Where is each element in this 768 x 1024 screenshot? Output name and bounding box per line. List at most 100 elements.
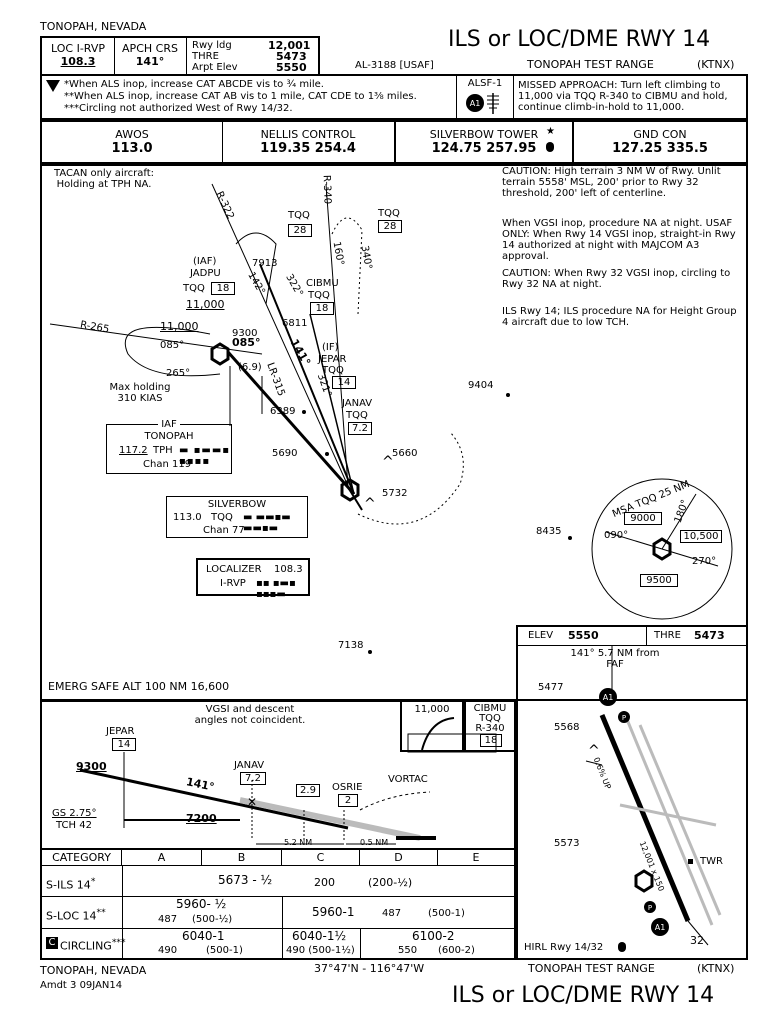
- msa-center-icon: [652, 537, 672, 561]
- apch-crs-box: APCH CRS 141°: [114, 38, 187, 74]
- silverbow-name: SILVERBOW: [207, 499, 267, 510]
- caution-terrain: CAUTION: High terrain 3 NM W of Rwy. Unl…: [502, 166, 721, 199]
- loc-label: LOC I-RVP: [51, 42, 105, 55]
- profile-tch: TCH 42: [56, 820, 92, 831]
- minima-header-e: E: [438, 850, 514, 866]
- alsf-box: ALSF-1 A1: [456, 76, 514, 118]
- elev-7138: 7138: [338, 640, 364, 651]
- notes-strip: *When ALS inop, increase CAT ABCDE vis t…: [40, 74, 748, 120]
- note-line-1: *When ALS inop, increase CAT ABCDE vis t…: [64, 79, 324, 90]
- elev-9404: 9404: [468, 380, 494, 391]
- tqq-chan: Chan 77: [203, 525, 245, 536]
- profile-janav-dme: 7.2: [240, 772, 266, 785]
- profile-ma-alt: 11,000: [414, 704, 450, 715]
- tonopah-navaid-box: IAF TONOPAH 117.2 TPH ▬ ▪▬▬▪ ▪▪▪▪ Chan 1…: [106, 419, 232, 474]
- tph-morse-icon: ▬ ▪▬▬▪ ▪▪▪▪: [179, 445, 231, 467]
- janav-dme: 7.2: [348, 422, 372, 435]
- hold-pattern-tonopah: [124, 326, 221, 377]
- profile-gs: GS 2.75°: [52, 808, 97, 819]
- profile-dist-1: 5.2 NM: [284, 838, 313, 847]
- profile-alt-9300: 9300: [76, 760, 107, 773]
- airport-rwy-32: 32: [690, 934, 704, 947]
- r340-radial-line: [325, 183, 349, 487]
- profile-vgsi-note: VGSI and descent angles not coincident.: [194, 704, 306, 726]
- r340-label: R-340: [320, 174, 333, 205]
- minima-header-a: A: [122, 850, 202, 866]
- elev-5732: 5732: [382, 488, 408, 499]
- circ-ab-main: 6040-1: [182, 929, 225, 943]
- minima-header-category: CATEGORY: [42, 850, 122, 866]
- alsf-label: ALSF-1: [467, 78, 503, 89]
- runway-14-32: [599, 714, 691, 922]
- localizer-label: LOCALIZER: [206, 564, 262, 575]
- comm-tower: SILVERBOW TOWER 124.75 257.95 ★: [394, 120, 574, 164]
- star-icon: ★: [546, 126, 555, 137]
- localizer-box: LOCALIZER 108.3 I-RVP ▪▪ ▪▬▪ ▪▪▪▬: [196, 558, 310, 600]
- circ-ab-paren: (500-1): [206, 945, 243, 956]
- procedure-id: AL-3188 [USAF]: [355, 60, 434, 71]
- airport-thre-value: 5473: [694, 629, 725, 642]
- jadpu-alt: 11,000: [186, 298, 225, 311]
- janav-name: JANAV: [342, 398, 373, 409]
- comm-ground: GND CON 127.25 335.5: [574, 122, 746, 162]
- tonopah-alt: 11,000: [160, 320, 199, 333]
- circling-label: CIRCLING: [60, 939, 112, 953]
- svg-text:A1: A1: [470, 99, 481, 108]
- fix-marker-icon: ✕: [247, 795, 257, 809]
- note-line-2: **When ALS inop, increase CAT AB vis to …: [64, 91, 417, 102]
- arpt-elev-label: Arpt Elev: [192, 62, 238, 73]
- arpt-elev-value: 5550: [276, 61, 307, 74]
- sils-star: *: [90, 876, 96, 887]
- hold-pattern-left: [235, 232, 277, 305]
- minima-header-d: D: [360, 850, 438, 866]
- papi-icon: P: [648, 904, 652, 912]
- jadpu-tqq: TQQ: [183, 283, 205, 294]
- cibmu-tqq: TQQ: [308, 290, 330, 301]
- header-briefing-strip: LOC I-RVP 108.3 APCH CRS 141° Rwy ldg 12…: [40, 36, 320, 76]
- sloc-star: **: [96, 907, 106, 918]
- localizer-id: I-RVP: [220, 578, 246, 589]
- tqq-hold-b-dme: 28: [378, 220, 402, 233]
- jepar-tqq: TQQ: [322, 365, 344, 376]
- airport-from-faf: 141° 5.7 NM from FAF: [570, 648, 660, 670]
- comm-awos-freq: 113.0: [111, 141, 153, 156]
- sloc-ab-paren: (500-½): [192, 914, 233, 925]
- dme-6-9: (6.9): [238, 362, 262, 373]
- airport-diagram: ELEV 5550 THRE 5473: [516, 625, 748, 960]
- airport-drawing: A1 A1 P P ^: [585, 645, 722, 946]
- r322-radial-line: [211, 183, 349, 487]
- footer-ident: (KTNX): [697, 962, 735, 975]
- circ-de-main: 6100-2: [412, 929, 455, 943]
- obstacle-icon: ^: [382, 454, 394, 470]
- circ-c-main: 6040-1½: [292, 929, 347, 943]
- footer-airport: TONOPAH TEST RANGE: [528, 962, 655, 975]
- thre-label: THRE: [192, 51, 219, 62]
- runway-end-markers: [599, 688, 669, 936]
- circ-c-hat: 490 (500-1½): [286, 945, 355, 956]
- minima-header-c: C: [282, 850, 360, 866]
- thre-value: 5473: [276, 50, 307, 63]
- jadpu-dme: 18: [211, 282, 235, 295]
- airport-elev-5477: 5477: [538, 682, 564, 693]
- footer-amdt: Amdt 3 09JAN14: [40, 980, 123, 991]
- if-fix-label: (IF): [322, 342, 339, 353]
- obstacle-icon: ^: [588, 743, 600, 759]
- tonopah-name: TONOPAH: [144, 431, 194, 442]
- elev-6389: 6389: [270, 406, 296, 417]
- msa-sector-9500: 9500: [640, 574, 678, 587]
- comms-strip: AWOS 113.0 NELLIS CONTROL 119.35 254.4 S…: [40, 120, 748, 164]
- minima-table: CATEGORY A B C D E S-ILS 14* 5673 - ½ 20…: [40, 848, 516, 960]
- profile-alt-7200: 7200: [186, 812, 217, 825]
- profile-drawing: ✕: [79, 717, 497, 845]
- circ-de-hat: 550: [398, 945, 418, 956]
- janav-tqq: TQQ: [346, 410, 368, 421]
- course-085: 085°: [160, 340, 185, 351]
- jepar-dme: 14: [332, 376, 356, 389]
- airport-elev-5573: 5573: [554, 838, 580, 849]
- footer-location: TONOPAH, NEVADA: [40, 964, 147, 977]
- apch-crs-value: 141°: [135, 55, 165, 68]
- comm-tower-freq: 124.75 257.95: [431, 141, 537, 156]
- sloc-ab-hat: 487: [158, 914, 178, 925]
- notes-triangle-icon: [46, 80, 60, 92]
- sils-label: S-ILS 14: [46, 878, 91, 892]
